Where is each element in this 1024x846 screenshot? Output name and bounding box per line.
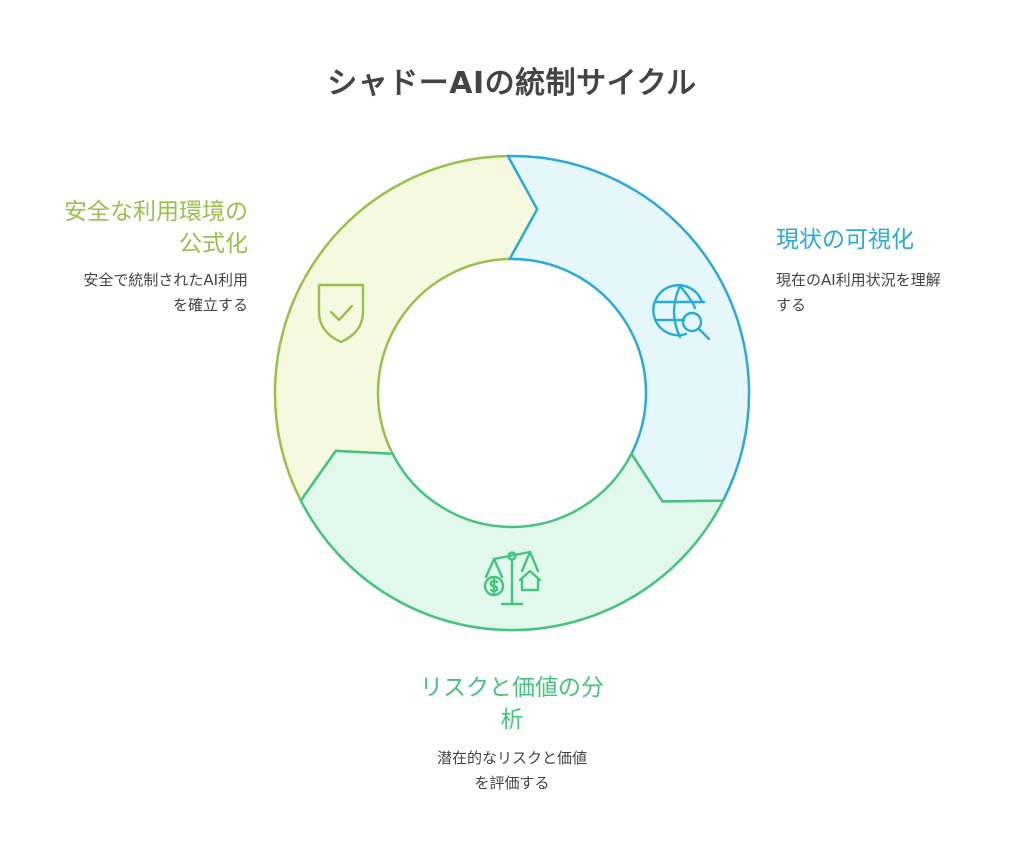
visualize-desc-line1: 現在のAI利用状況を理解: [776, 271, 941, 289]
analyze-heading: リスクと価値の分 析: [312, 672, 712, 736]
shield-check-icon: [317, 283, 365, 344]
globe-search-icon: [652, 284, 711, 341]
analyze-description: 潜在的なリスクと価値 を評価する: [312, 746, 712, 796]
ring-segment-visualize[interactable]: [506, 154, 751, 503]
visualize-desc-line2: する: [776, 296, 807, 314]
visualize-description: 現在のAI利用状況を理解 する: [776, 268, 941, 318]
page-title: シャドーAIの統制サイクル: [327, 66, 697, 101]
ring-segment-analyze[interactable]: [299, 449, 725, 632]
formalize-desc-line1: 安全で統制されたAI利用: [83, 271, 248, 289]
formalize-desc-line2: を確立する: [172, 296, 248, 314]
formalize-heading-line2: 公式化: [179, 231, 248, 257]
formalize-description: 安全で統制されたAI利用 を確立する: [83, 268, 248, 318]
formalize-heading-line1: 安全な利用環境の: [64, 199, 248, 225]
balance-scale-icon: [483, 550, 542, 606]
visualize-heading-line1: 現状の可視化: [776, 227, 914, 253]
analyze-desc-line2: を評価する: [474, 774, 550, 792]
analyze-desc-line1: 潜在的なリスクと価値: [436, 749, 587, 767]
analyze-heading-line1: リスクと価値の分: [420, 675, 604, 701]
formalize-heading: 安全な利用環境の 公式化: [64, 196, 248, 260]
visualize-heading: 現状の可視化: [776, 224, 914, 256]
analyze-heading-line2: 析: [500, 707, 524, 733]
ring-segment-formalize[interactable]: [273, 154, 539, 502]
